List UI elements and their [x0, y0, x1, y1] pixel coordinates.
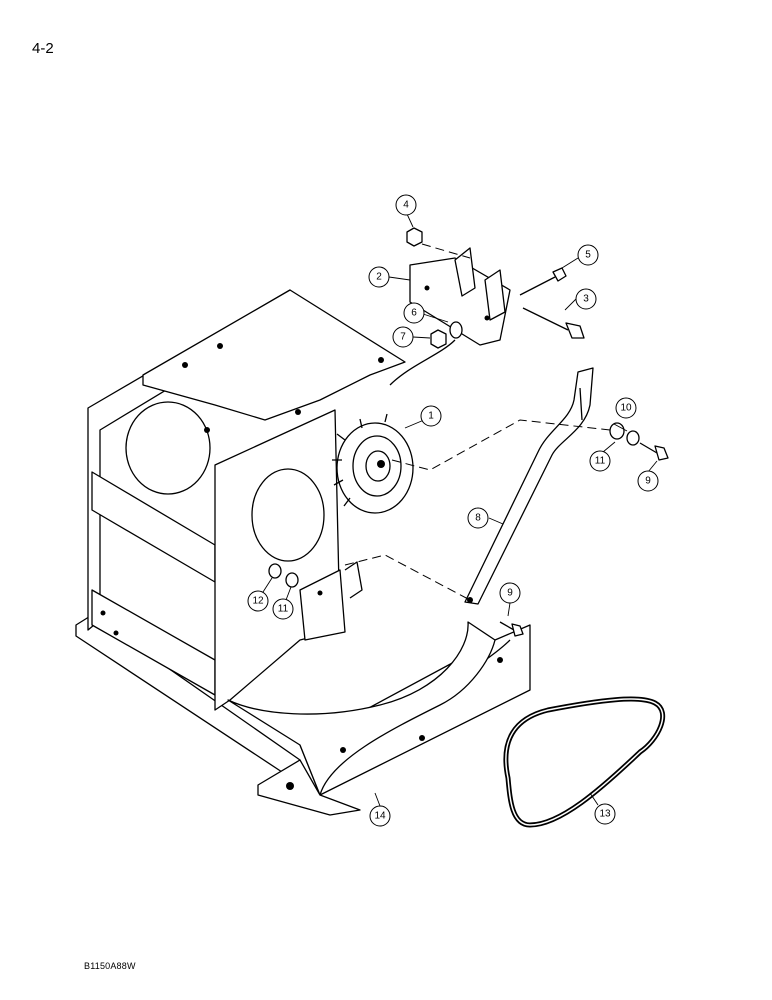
callout-9-upper: 9 [637, 470, 659, 492]
callout-9-lower: 9 [499, 582, 521, 604]
leader-lines [262, 213, 658, 807]
callout-11-right: 11 [589, 450, 611, 472]
callout-label: 13 [599, 809, 611, 820]
callout-label: 5 [585, 250, 591, 261]
alternator-mounting-bracket [409, 247, 511, 346]
drive-belt [503, 696, 666, 828]
callout-label: 11 [278, 604, 289, 615]
alignment-lines [344, 243, 611, 601]
page-number: 4-2 [32, 40, 54, 57]
callout-13: 13 [594, 803, 616, 825]
callout-label: 6 [411, 308, 417, 319]
callout-label: 3 [583, 294, 589, 305]
callout-label: 9 [507, 588, 513, 599]
callout-label: 8 [475, 513, 481, 524]
adjusting-strap [464, 367, 594, 605]
callout-label: 1 [428, 411, 434, 422]
callout-7: 7 [392, 326, 414, 348]
callout-3: 3 [575, 288, 597, 310]
callout-label: 12 [252, 596, 264, 607]
callout-5: 5 [577, 244, 599, 266]
callout-label: 14 [374, 811, 386, 822]
callout-label: 7 [400, 332, 406, 343]
mounting-frame [75, 289, 531, 816]
callout-11-left: 11 [272, 598, 294, 620]
callout-1: 1 [420, 405, 442, 427]
callout-8: 8 [467, 507, 489, 529]
callout-label: 2 [376, 272, 382, 283]
callout-2: 2 [368, 266, 390, 288]
alternator [332, 413, 414, 514]
callout-label: 11 [595, 456, 606, 467]
callout-10: 10 [615, 397, 637, 419]
callout-label: 4 [403, 200, 409, 211]
callout-6: 6 [403, 302, 425, 324]
figure-code: B1150A88W [84, 961, 136, 971]
callout-label: 10 [620, 403, 632, 414]
hardware [268, 227, 669, 637]
callout-14: 14 [369, 805, 391, 827]
callout-4: 4 [395, 194, 417, 216]
callout-12: 12 [247, 590, 269, 612]
callout-label: 9 [645, 476, 651, 487]
